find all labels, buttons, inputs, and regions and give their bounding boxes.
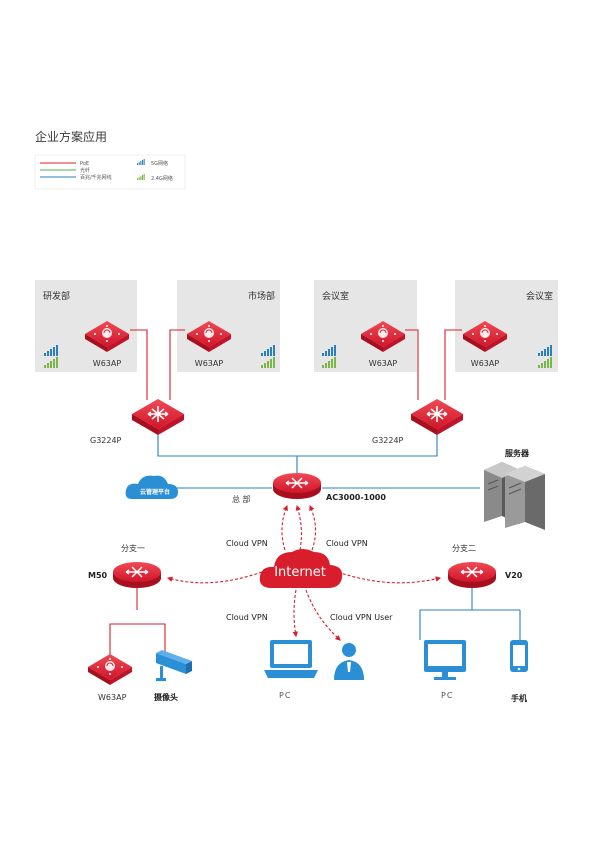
camera-label: 摄像头 xyxy=(154,692,178,702)
switch-right-label: G3224P xyxy=(372,436,404,445)
ap-branch-label: W63AP xyxy=(98,693,127,702)
router-v20-icon[interactable] xyxy=(447,561,497,589)
laptop-icon[interactable] xyxy=(264,640,318,678)
router-v20-label: V20 xyxy=(505,571,523,580)
camera-icon[interactable] xyxy=(156,650,192,681)
controller-label: AC3000-1000 xyxy=(326,493,386,502)
branch1-label: 分支一 xyxy=(121,543,145,553)
pc-right-label: PC xyxy=(441,691,453,700)
internet-label: Internet xyxy=(274,565,326,580)
ap-rd-label: W63AP xyxy=(93,359,122,368)
legend-cable: 百兆/千兆网线 xyxy=(80,174,112,181)
user-icon[interactable] xyxy=(334,643,364,680)
router-m50-icon[interactable] xyxy=(112,561,162,589)
router-m50-label: M50 xyxy=(88,571,108,580)
cloud-platform-label: 云管理平台 xyxy=(140,488,170,496)
switch-left-icon[interactable] xyxy=(131,398,185,436)
cloud-platform-icon[interactable] xyxy=(125,475,178,499)
vpn-label-bottom-right: Cloud VPN User xyxy=(330,613,393,622)
internet-cloud-icon[interactable] xyxy=(259,549,343,588)
vpn-label-top-left: Cloud VPN xyxy=(226,539,268,548)
vpn-tunnels xyxy=(166,504,442,641)
legend-24g: 2.4G网络 xyxy=(151,175,173,182)
zone-rd xyxy=(35,280,137,372)
server-icon[interactable] xyxy=(484,462,545,530)
switch-left-label: G3224P xyxy=(90,436,122,445)
zone-market-label: 市场部 xyxy=(248,290,275,302)
switch-right-icon[interactable] xyxy=(410,398,464,436)
hq-label: 总 部 xyxy=(232,494,251,504)
legend: PoE 光纤 百兆/千兆网线 5G网络 2.4G网络 xyxy=(34,154,186,190)
pc-center-label: PC xyxy=(279,691,291,700)
zone-meeting1 xyxy=(314,280,417,372)
phone-icon[interactable] xyxy=(510,640,528,672)
controller-icon[interactable] xyxy=(272,472,322,500)
zone-rd-label: 研发部 xyxy=(43,290,70,302)
zone-meeting2 xyxy=(455,280,558,372)
vpn-label-bottom-left: Cloud VPN xyxy=(226,613,268,622)
network-links xyxy=(157,433,521,640)
phone-label: 手机 xyxy=(511,693,527,703)
zone-market xyxy=(177,280,280,372)
monitor-icon[interactable] xyxy=(424,640,466,680)
page-title: 企业方案应用 xyxy=(35,129,107,144)
ap-meeting2-label: W63AP xyxy=(471,359,500,368)
ap-market-label: W63AP xyxy=(195,359,224,368)
legend-fiber: 光纤 xyxy=(80,167,90,174)
zone-meeting1-label: 会议室 xyxy=(322,290,349,302)
poe-links xyxy=(109,329,462,655)
legend-5g: 5G网络 xyxy=(151,160,168,167)
server-label: 服务器 xyxy=(505,448,530,458)
ap-branch-icon[interactable] xyxy=(87,653,133,686)
legend-poe: PoE xyxy=(80,161,89,167)
vpn-label-top-right: Cloud VPN xyxy=(326,539,368,548)
ap-meeting1-label: W63AP xyxy=(369,359,398,368)
zone-meeting2-label: 会议室 xyxy=(526,290,553,302)
branch2-label: 分支二 xyxy=(452,543,476,553)
